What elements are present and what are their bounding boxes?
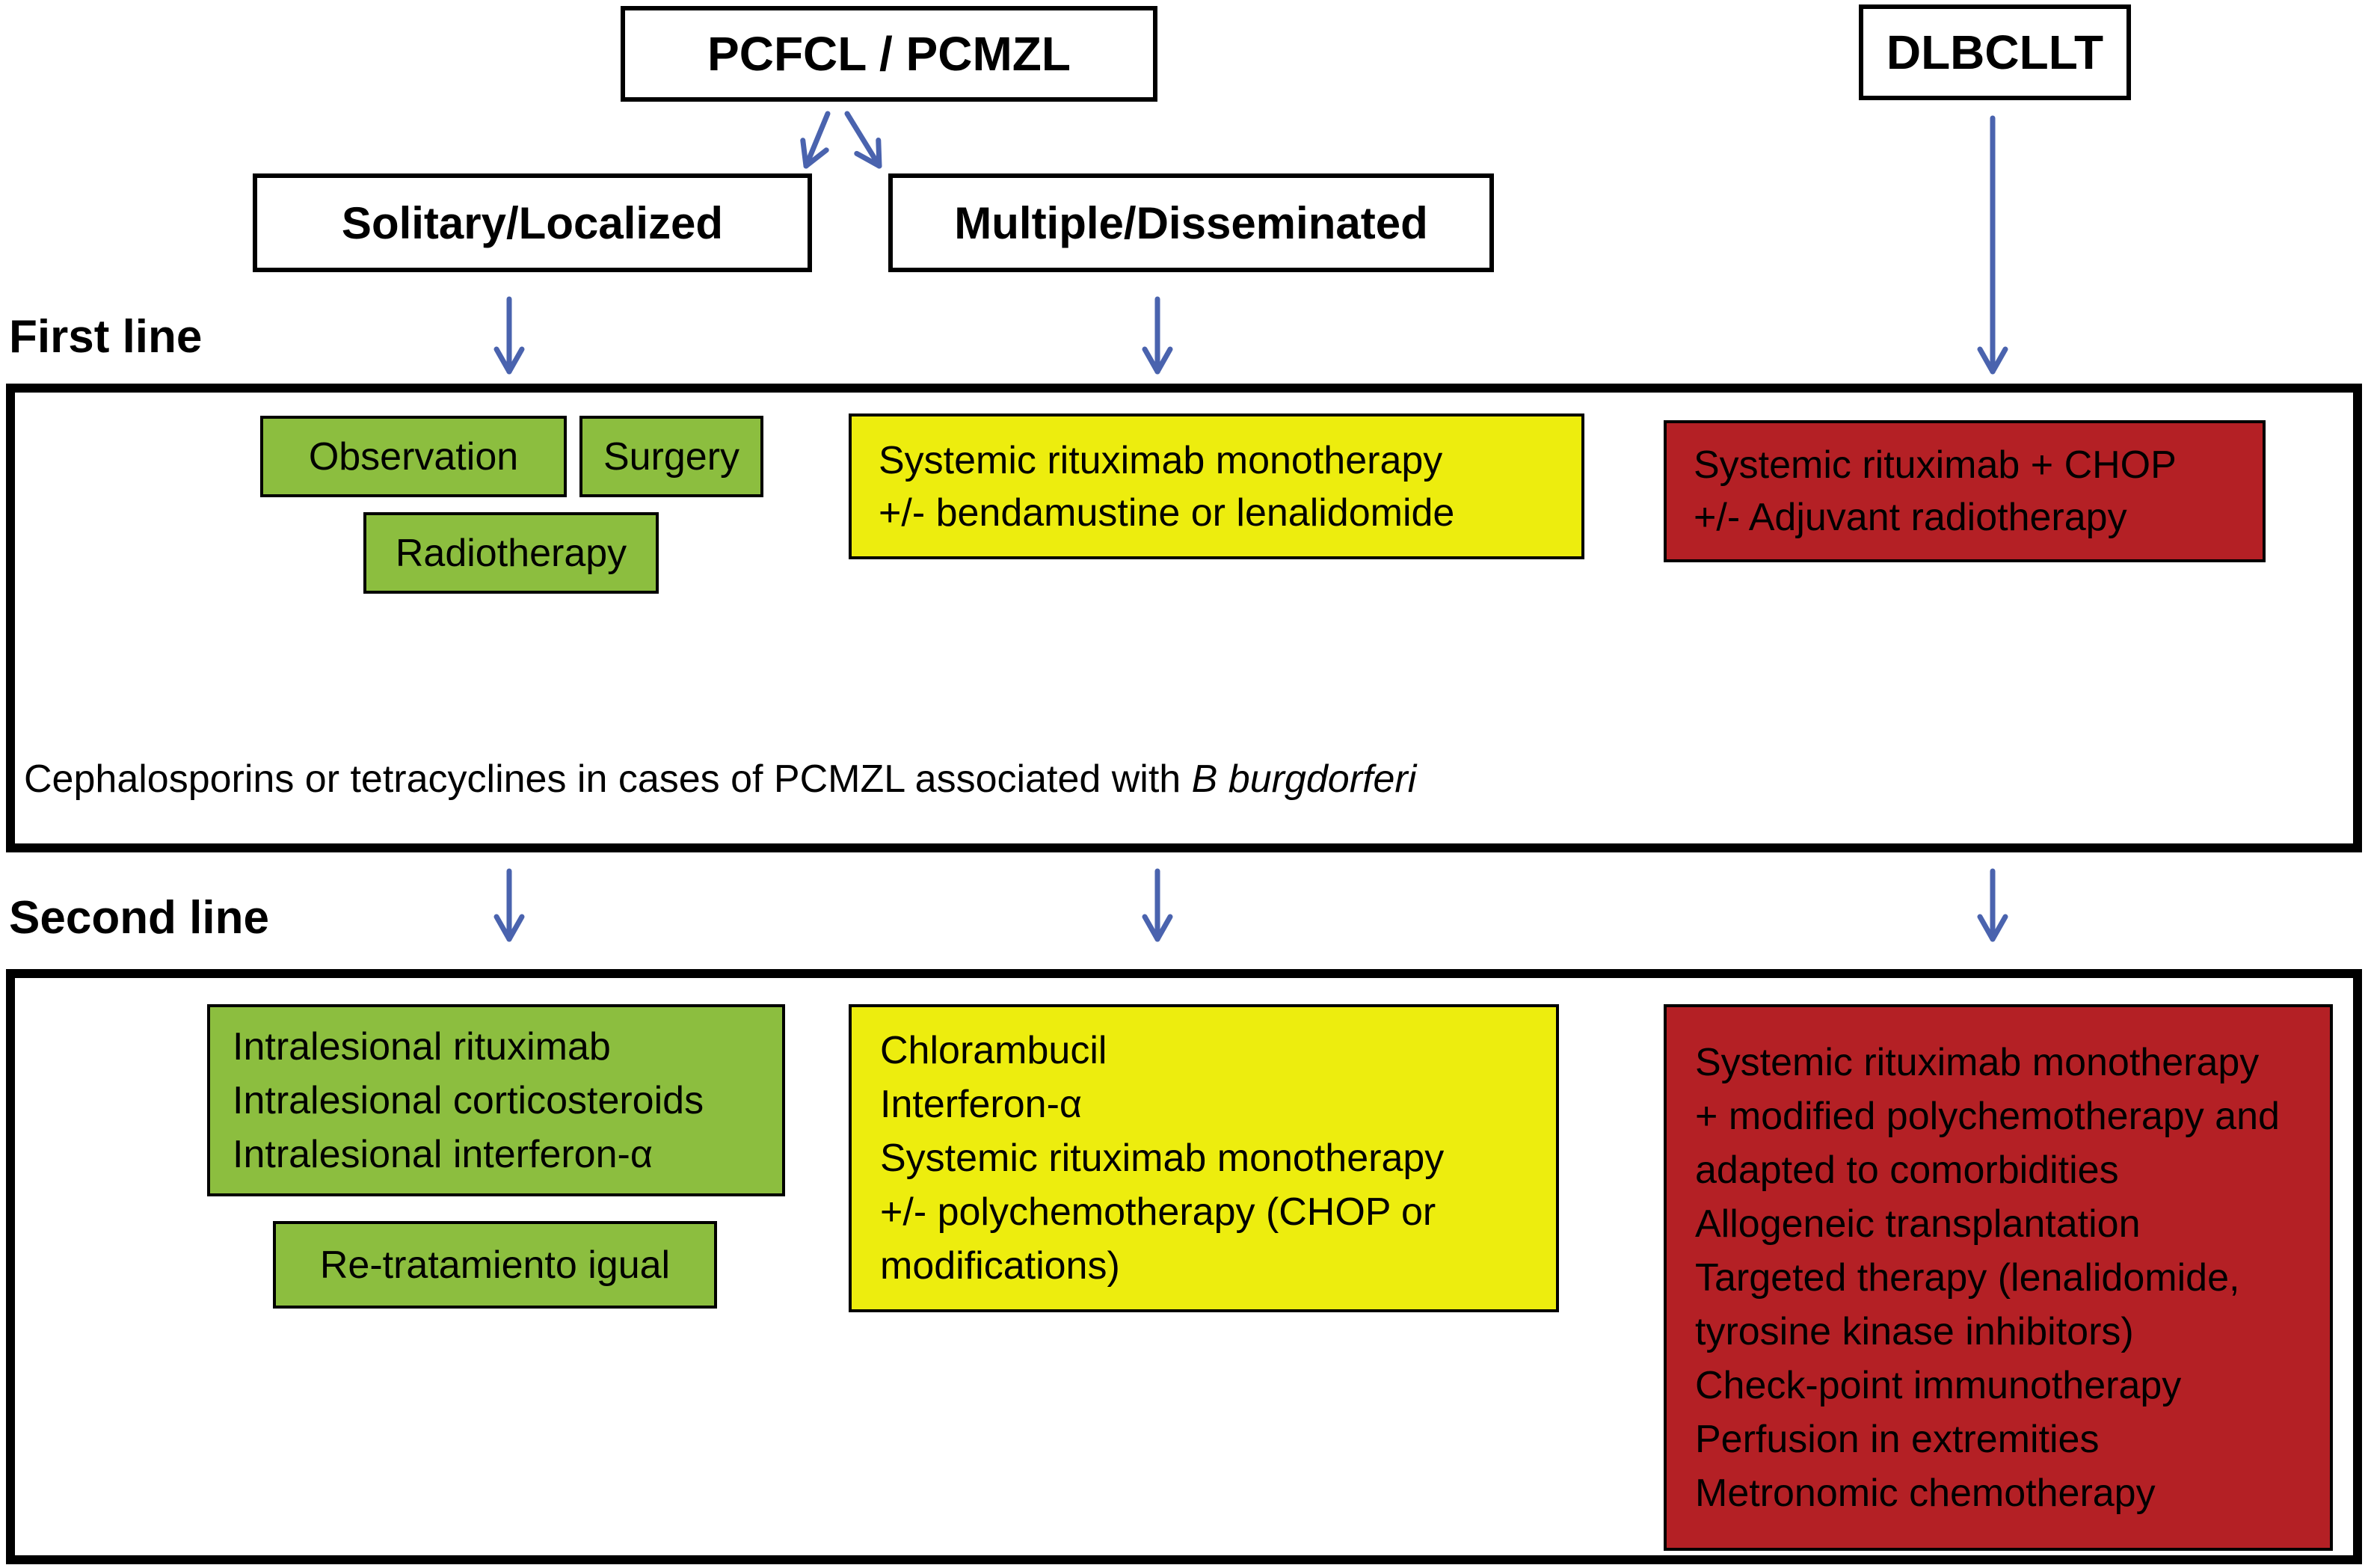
second-line-red-line: Allogeneic transplantation — [1695, 1202, 2141, 1246]
retreatment-box: Re-tratamiento igual — [273, 1221, 717, 1309]
intralesional-therapies-box: Intralesional rituximab Intralesional co… — [207, 1004, 785, 1196]
rituximab-monotherapy-line: Systemic rituximab monotherapy — [879, 438, 1443, 482]
second-line-yellow-line: Chlorambucil — [880, 1029, 1107, 1072]
rituximab-chop-line: +/- Adjuvant radiotherapy — [1694, 496, 2127, 539]
rituximab-monotherapy-box: Systemic rituximab monotherapy +/- benda… — [849, 413, 1584, 559]
dlbcllt-box: DLBCLLT — [1859, 4, 2131, 100]
borrelia-note-text: Cephalosporins or tetracyclines in cases… — [24, 757, 1192, 801]
intralesional-line: Intralesional interferon-α — [233, 1132, 653, 1176]
second-line-red-line: Perfusion in extremities — [1695, 1417, 2100, 1461]
observation-label: Observation — [308, 434, 519, 479]
second-line-red-line: adapted to comorbidities — [1695, 1148, 2119, 1192]
pcfcl-pcmzl-box: PCFCL / PCMZL — [621, 6, 1157, 102]
chlorambucil-interferon-box: Chlorambucil Interferon-α Systemic ritux… — [849, 1004, 1559, 1312]
retreatment-label: Re-tratamiento igual — [319, 1243, 671, 1287]
second-line-red-line: Targeted therapy (lenalidomide, — [1695, 1255, 2240, 1300]
multiple-disseminated-label: Multiple/Disseminated — [954, 197, 1428, 248]
second-line-yellow-line: modifications) — [880, 1244, 1120, 1288]
borrelia-note-species: B burgdorferi — [1191, 757, 1417, 801]
rituximab-monotherapy-line: +/- bendamustine or lenalidomide — [879, 491, 1455, 535]
dlbcllt-label: DLBCLLT — [1886, 25, 2104, 79]
radiotherapy-label: Radiotherapy — [395, 531, 627, 575]
intralesional-line: Intralesional rituximab — [233, 1024, 611, 1069]
second-line-yellow-line: +/- polychemotherapy (CHOP or — [880, 1190, 1436, 1234]
radiotherapy-box: Radiotherapy — [363, 512, 659, 594]
rituximab-chop-box: Systemic rituximab + CHOP +/- Adjuvant r… — [1664, 420, 2266, 562]
surgery-label: Surgery — [603, 434, 740, 479]
solitary-localized-box: Solitary/Localized — [253, 173, 812, 272]
second-line-yellow-line: Systemic rituximab monotherapy — [880, 1137, 1445, 1180]
observation-box: Observation — [260, 416, 567, 497]
solitary-localized-label: Solitary/Localized — [341, 197, 724, 248]
multiple-disseminated-box: Multiple/Disseminated — [888, 173, 1494, 272]
arrow-pcfcl-to-multiple — [844, 111, 882, 169]
second-line-red-line: tyrosine kinase inhibitors) — [1695, 1309, 2134, 1353]
first-line-label: First line — [9, 311, 203, 363]
arrow-pcfcl-to-solitary — [800, 111, 831, 169]
second-line-red-line: Check-point immunotherapy — [1695, 1363, 2182, 1407]
intralesional-line: Intralesional corticosteroids — [233, 1078, 704, 1122]
dlbcllt-second-line-box: Systemic rituximab monotherapy + modifie… — [1664, 1004, 2333, 1551]
borrelia-note: Cephalosporins or tetracyclines in cases… — [24, 757, 1416, 802]
rituximab-chop-line: Systemic rituximab + CHOP — [1694, 443, 2177, 487]
second-line-red-line: Metronomic chemotherapy — [1695, 1471, 2156, 1515]
second-line-yellow-line: Interferon-α — [880, 1083, 1082, 1126]
pcfcl-pcmzl-label: PCFCL / PCMZL — [707, 27, 1071, 81]
second-line-label: Second line — [9, 892, 269, 944]
second-line-red-line: + modified polychemotherapy and — [1695, 1094, 2280, 1138]
surgery-box: Surgery — [579, 416, 763, 497]
second-line-red-line: Systemic rituximab monotherapy — [1695, 1040, 2260, 1084]
